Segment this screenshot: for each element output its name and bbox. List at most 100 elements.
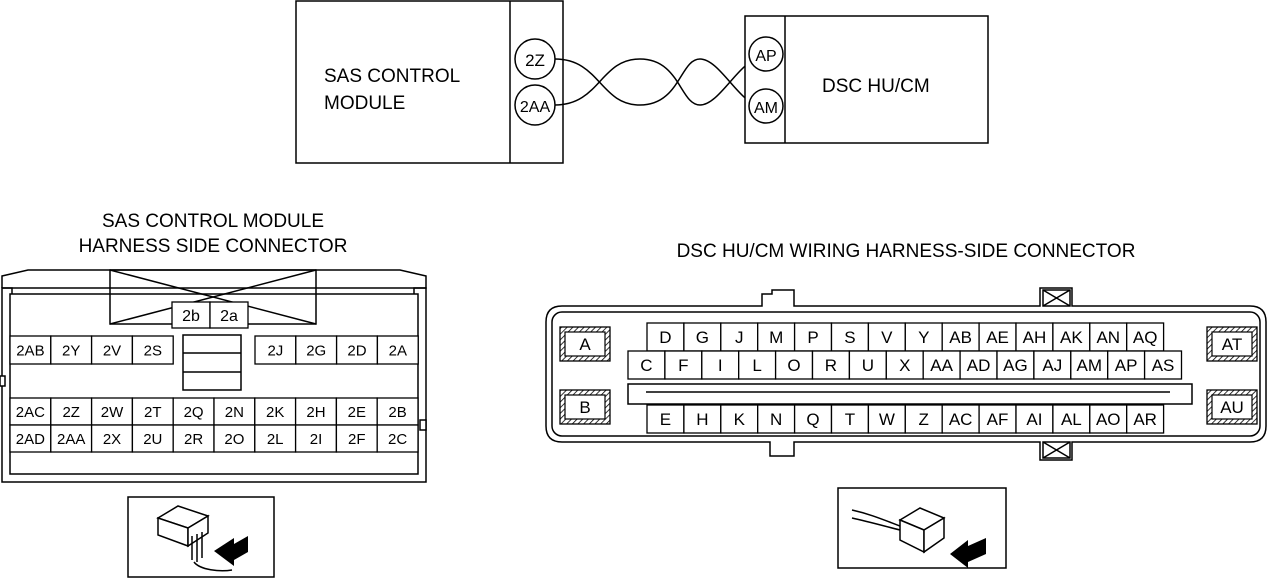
sas-pin-2E: 2E	[335, 397, 378, 426]
dsc-pin-M-label: M	[769, 328, 783, 347]
sas-module-label-line1: SAS CONTROL	[324, 66, 460, 87]
dsc-pin-V: V	[867, 322, 906, 352]
dsc-pin-N: N	[757, 404, 796, 434]
sas-pin-2F-label: 2F	[348, 431, 366, 448]
dsc-terminal-ap: AP	[748, 36, 784, 72]
sas-pin-2K: 2K	[254, 397, 297, 426]
dsc-pin-F: F	[664, 350, 703, 380]
dsc-pin-W-label: W	[879, 410, 895, 429]
dsc-pin-Y-label: Y	[918, 328, 929, 347]
dsc-pin-S: S	[830, 322, 870, 352]
sas-pin-2S: 2S	[131, 335, 174, 365]
dsc-pin-AP-label: AP	[1115, 356, 1138, 375]
dsc-pin-O-label: O	[787, 356, 800, 375]
sas-pin-2Y-label: 2Y	[62, 342, 80, 359]
sas-pin-2K-label: 2K	[266, 404, 284, 421]
dsc-pin-S-label: S	[844, 328, 855, 347]
sas-pin-2O-label: 2O	[224, 431, 244, 448]
dsc-pin-W: W	[867, 404, 906, 434]
sas-pin-2X-label: 2X	[103, 431, 121, 448]
dsc-pin-P: P	[793, 322, 833, 352]
sas-pin-2C: 2C	[376, 424, 419, 453]
dsc-pin-AM: AM	[1070, 350, 1109, 380]
dsc-pin-AQ: AQ	[1126, 322, 1165, 352]
sas-pin-2Y: 2Y	[50, 335, 93, 365]
dsc-pin-U-label: U	[862, 356, 874, 375]
dsc-pin-AE: AE	[978, 322, 1017, 352]
sas-pin-2b-label: 2b	[182, 308, 200, 325]
dsc-module-label: DSC HU/CM	[822, 76, 930, 97]
sas-pin-2A-label: 2A	[389, 342, 407, 359]
sas-terminal-2aa-label: 2AA	[520, 99, 551, 116]
sas-pin-2AB-label: 2AB	[16, 342, 44, 359]
sas-terminal-2aa: 2AA	[514, 84, 556, 126]
dsc-pin-N-label: N	[770, 410, 782, 429]
sas-pin-2AD: 2AD	[9, 424, 52, 453]
sas-pin-2D-label: 2D	[347, 342, 366, 359]
dsc-pin-M: M	[757, 322, 796, 352]
dsc-pin-X: X	[885, 350, 924, 380]
dsc-pin-AL: AL	[1052, 404, 1091, 434]
dsc-pin-AM-label: AM	[1077, 356, 1103, 375]
dsc-pin-AB-label: AB	[949, 328, 972, 347]
dsc-pin-B-label: B	[579, 398, 590, 417]
dsc-pin-AR: AR	[1126, 404, 1165, 434]
dsc-pin-R: R	[811, 350, 851, 380]
dsc-pin-Y: Y	[904, 322, 943, 352]
dsc-terminal-am-label: AM	[754, 100, 778, 117]
sas-pin-2L-label: 2L	[267, 431, 284, 448]
dsc-pin-AD-label: AD	[967, 356, 991, 375]
sas-pin-2AC: 2AC	[9, 397, 52, 426]
dsc-pin-C-label: C	[640, 356, 652, 375]
sas-pin-2V: 2V	[90, 335, 134, 365]
dsc-pin-AK-label: AK	[1060, 328, 1083, 347]
dsc-pin-U: U	[848, 350, 887, 380]
dsc-pin-X-label: X	[899, 356, 910, 375]
sas-connector-body	[0, 269, 427, 483]
dsc-pin-J: J	[720, 322, 759, 352]
dsc-terminal-ap-label: AP	[755, 48, 776, 65]
sas-pin-2E-label: 2E	[348, 404, 366, 421]
dsc-pin-AO: AO	[1089, 404, 1128, 434]
sas-pin-2F: 2F	[335, 424, 378, 453]
dsc-pin-AQ-label: AQ	[1133, 328, 1158, 347]
dsc-pin-AU: AU	[1206, 389, 1258, 425]
dsc-pin-AE-label: AE	[986, 328, 1009, 347]
sas-pin-2W: 2W	[90, 397, 134, 426]
dsc-pin-AI-label: AI	[1026, 410, 1042, 429]
dsc-pin-AK: AK	[1052, 322, 1091, 352]
dsc-pin-T: T	[830, 404, 870, 434]
dsc-pin-L-label: L	[752, 356, 761, 375]
sas-pin-2H: 2H	[294, 397, 338, 426]
dsc-view-direction-icon	[837, 487, 1007, 569]
sas-module-label-line2: MODULE	[324, 93, 405, 114]
sas-pin-2X: 2X	[90, 424, 134, 453]
sas-pin-2Z-label: 2Z	[62, 404, 80, 421]
dsc-pin-AG: AG	[996, 350, 1035, 380]
sas-pin-2T: 2T	[131, 397, 174, 426]
dsc-pin-AI: AI	[1015, 404, 1054, 434]
sas-pin-2I: 2I	[294, 424, 338, 453]
sas-pin-2AC-label: 2AC	[16, 404, 45, 421]
sas-view-direction-icon	[127, 496, 275, 578]
dsc-pin-D: D	[646, 322, 685, 352]
dsc-pin-AJ-label: AJ	[1042, 356, 1062, 375]
dsc-pin-AU-label: AU	[1220, 398, 1244, 417]
sas-pin-2B: 2B	[376, 397, 419, 426]
dsc-pin-AO-label: AO	[1096, 410, 1121, 429]
sas-terminal-2z-label: 2Z	[525, 51, 545, 70]
dsc-pin-Q: Q	[793, 404, 833, 434]
sas-connector-title-line2: HARNESS SIDE CONNECTOR	[79, 236, 348, 257]
sas-pin-2AA-label: 2AA	[57, 431, 85, 448]
sas-pin-2W-label: 2W	[101, 404, 124, 421]
sas-pin-2b: 2b	[171, 301, 211, 329]
dsc-pin-H: H	[683, 404, 722, 434]
sas-pin-2AD-label: 2AD	[16, 431, 45, 448]
sas-pin-2Q: 2Q	[172, 397, 215, 426]
dsc-connector-body	[545, 287, 1267, 461]
dsc-pin-C: C	[627, 350, 666, 380]
dsc-pin-AB: AB	[941, 322, 980, 352]
sas-pin-2G-label: 2G	[306, 342, 326, 359]
